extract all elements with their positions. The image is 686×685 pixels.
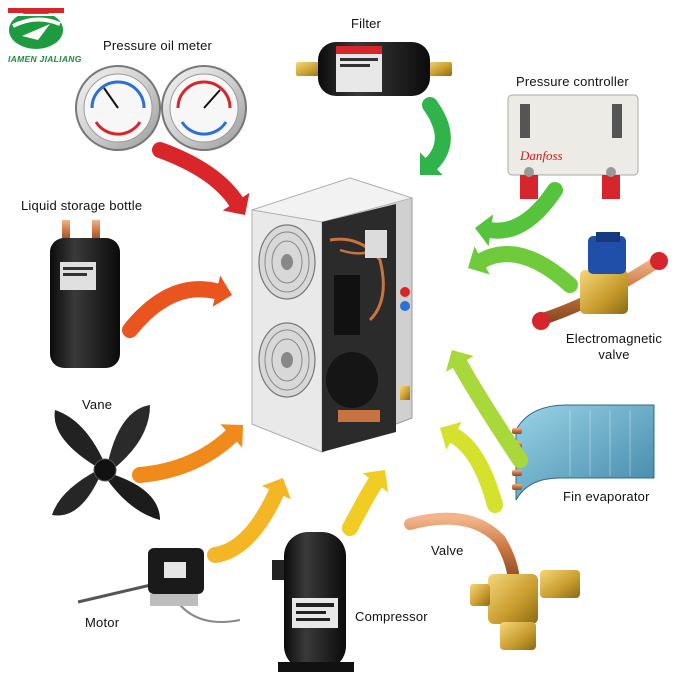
- arrow-compressor: [342, 474, 384, 536]
- svg-text:Danfoss: Danfoss: [519, 148, 563, 163]
- brand-logo: [8, 8, 64, 49]
- label-electromagnetic-valve: Electromagnetic valve: [559, 331, 669, 363]
- filter-image: [296, 42, 452, 96]
- arrow-head-fin-evaporator: [445, 350, 474, 372]
- arrow-filter: [422, 97, 451, 172]
- unit-fan-bottom: [258, 322, 316, 398]
- arrows-layer: [122, 97, 578, 563]
- arrow-fin-evaporator: [451, 355, 528, 468]
- label-filter: Filter: [351, 16, 382, 31]
- arrow-head-pressure-oil-meter: [222, 192, 250, 215]
- label-valve: Valve: [431, 543, 464, 558]
- label-motor: Motor: [85, 615, 120, 630]
- arrow-liquid-storage-bottle: [122, 281, 225, 338]
- arrow-head-pressure-controller: [475, 214, 494, 247]
- label-fin-evaporator: Fin evaporator: [563, 489, 650, 504]
- arrow-pressure-oil-meter: [152, 142, 245, 210]
- liquid-storage-bottle-image: [50, 220, 120, 368]
- pressure-oil-meter-image: [75, 65, 247, 151]
- arrow-head-motor: [261, 478, 291, 500]
- valve-image: [404, 512, 580, 650]
- label-electromagnetic-valve-line2: valve: [598, 347, 630, 362]
- label-liquid-storage-bottle: Liquid storage bottle: [21, 198, 143, 213]
- arrow-motor: [207, 484, 285, 563]
- arrow-head-filter: [420, 152, 443, 175]
- arrow-electromagnetic-valve: [474, 246, 578, 293]
- arrow-head-compressor: [362, 470, 389, 493]
- brand-name: IAMEN JIALIANG: [8, 54, 82, 64]
- arrow-vane: [132, 427, 240, 483]
- unit-fan-top: [258, 224, 316, 300]
- arrow-head-valve: [440, 421, 462, 450]
- compressor-image: [272, 532, 354, 672]
- pressure-controller-image: Danfoss: [507, 94, 639, 199]
- electromagnetic-valve-image: [532, 232, 668, 330]
- arrow-valve: [446, 427, 503, 513]
- label-pressure-controller: Pressure controller: [516, 74, 629, 89]
- label-pressure-oil-meter: Pressure oil meter: [103, 38, 213, 53]
- arrow-head-electromagnetic-valve: [468, 246, 490, 275]
- arrow-head-vane: [220, 424, 243, 448]
- vane-image: [52, 405, 160, 520]
- label-vane: Vane: [82, 397, 113, 412]
- motor-image: [77, 548, 241, 623]
- label-electromagnetic-valve-line1: Electromagnetic: [565, 331, 663, 346]
- label-compressor: Compressor: [355, 609, 428, 624]
- arrow-head-liquid-storage-bottle: [212, 275, 232, 307]
- arrow-pressure-controller: [482, 182, 563, 239]
- fin-evaporator-image: [512, 404, 655, 501]
- outdoor-air-conditioner-unit: [251, 177, 414, 453]
